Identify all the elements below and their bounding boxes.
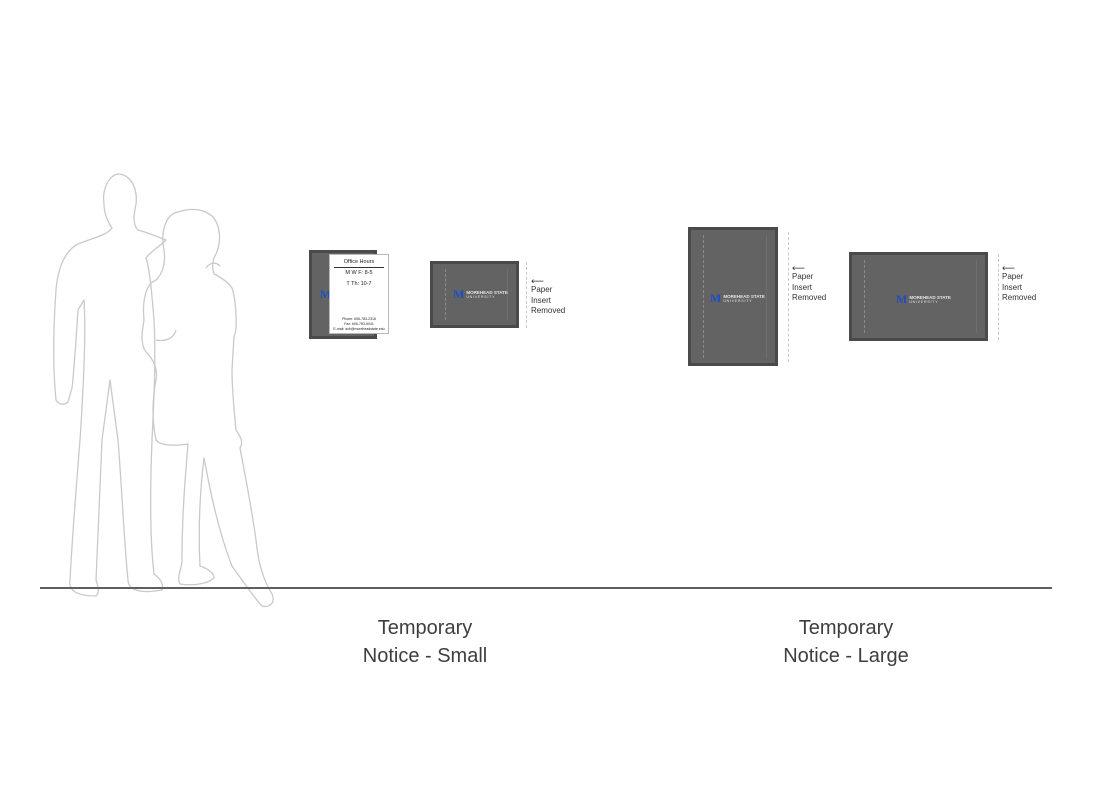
logo-name: MOREHEAD STATE: [723, 294, 765, 299]
logo-sub: UNIVERSITY: [466, 295, 496, 299]
paper-insert: Office Hours M W F: 8-5 T Th: 10-7 Phone…: [329, 254, 389, 334]
floor-line: [40, 587, 1052, 589]
sign-small-removed: M MOREHEAD STATE UNIVERSITY: [430, 261, 519, 328]
logo-mark: M: [453, 287, 464, 301]
caption-large: Temporary Notice - Large: [783, 617, 909, 667]
sign-inner-edge: [445, 269, 508, 320]
arrow-left-icon: ⟵: [792, 263, 805, 273]
woman-silhouette: [141, 208, 274, 608]
insert-phone: Phone: 606-783-2316: [342, 317, 376, 321]
insert-fax: Fax: 606-783-5041: [344, 322, 374, 326]
insert-outline: [998, 254, 999, 340]
caption-small: Temporary Notice - Small: [362, 617, 488, 667]
logo: M MOREHEAD STATE UNIVERSITY: [896, 292, 951, 307]
logo-sub: UNIVERSITY: [909, 300, 939, 304]
insert-outline: [526, 262, 527, 328]
logo-name: MOREHEAD STATE: [466, 290, 508, 295]
insert-hours-2: T Th: 10-7: [346, 281, 372, 287]
logo-mark: M: [710, 291, 721, 305]
insert-email: E-mail: acb@moreheadstate.edu: [333, 327, 385, 331]
sign-inner-edge: [864, 260, 977, 333]
logo-name: MOREHEAD STATE: [909, 295, 951, 300]
sign-large-landscape: M MOREHEAD STATE UNIVERSITY: [849, 252, 988, 341]
sign-inner-edge: [703, 235, 767, 358]
man-silhouette: [53, 173, 167, 597]
paper-removed-note: ⟵ Paper Insert Removed: [531, 276, 566, 316]
logo-mark: M: [320, 287, 331, 301]
logo: M MOREHEAD STATE UNIVERSITY: [710, 291, 765, 306]
sign-large-portrait: M MOREHEAD STATE UNIVERSITY: [688, 227, 778, 366]
logo-mark: M: [896, 292, 907, 306]
insert-rule: [334, 267, 384, 268]
paper-removed-note: ⟵ Paper Insert Removed: [1002, 263, 1037, 303]
insert-heading: Office Hours: [343, 259, 375, 265]
arrow-left-icon: ⟵: [531, 276, 544, 286]
logo: M MOREHEAD STATE UNIVERSITY: [453, 287, 508, 302]
insert-outline: [788, 232, 789, 362]
logo: M: [320, 287, 331, 302]
paper-removed-note: ⟵ Paper Insert Removed: [792, 263, 827, 303]
arrow-left-icon: ⟵: [1002, 263, 1015, 273]
logo-sub: UNIVERSITY: [723, 299, 753, 303]
insert-hours-1: M W F: 8-5: [345, 270, 373, 276]
